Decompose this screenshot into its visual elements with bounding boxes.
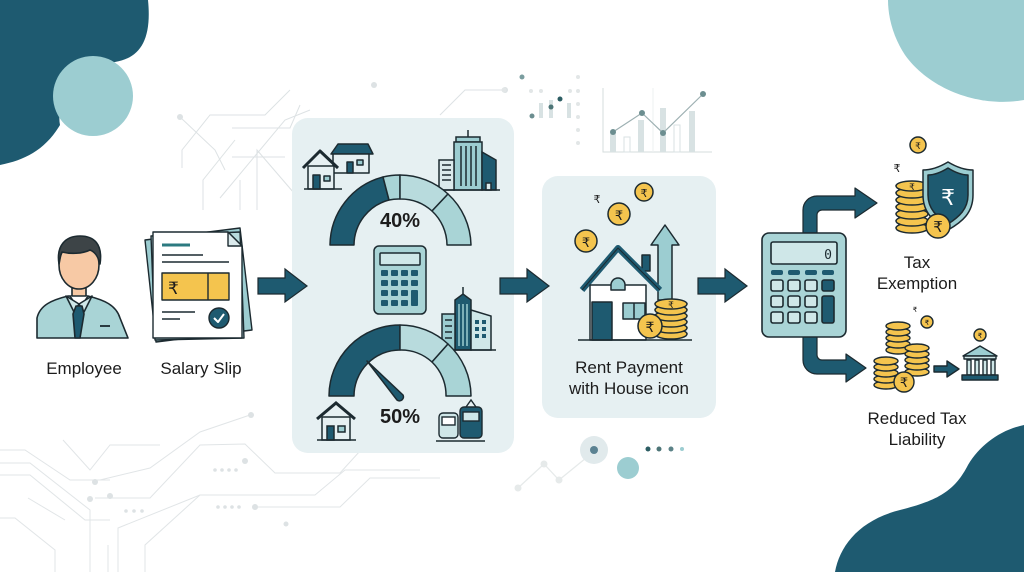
salary-slip-icon (144, 227, 253, 343)
gauge-40-label: 40% (380, 210, 420, 232)
arrow-right-icon (257, 267, 309, 304)
svg-text:₹: ₹ (913, 306, 918, 314)
arrow-right-icon (499, 267, 551, 304)
svg-text:₹: ₹ (594, 193, 601, 206)
reduced-tax-liability-label: Reduced Tax Liability (860, 408, 974, 450)
calculator-large-icon (761, 232, 847, 338)
svg-text:₹: ₹ (641, 187, 648, 200)
rupee-glyphs: ₹ ₹ ₹ ₹ ₹ ₹ (582, 187, 674, 336)
svg-text:₹: ₹ (925, 319, 930, 327)
rupee-glyphs: ₹ ₹ ₹ ₹ ₹ (894, 142, 956, 236)
employee-icon (36, 235, 129, 339)
reduced-tax-label-line2: Liability (888, 430, 946, 449)
svg-text:₹: ₹ (909, 183, 915, 193)
salary-slip-label: Salary Slip (160, 359, 242, 378)
gauge-40-icon (329, 174, 472, 246)
svg-text:₹: ₹ (582, 236, 590, 251)
svg-text:₹: ₹ (615, 209, 623, 224)
shield-rupee-icon (895, 136, 974, 239)
city-buildings-icon (436, 130, 500, 191)
bottom-dots-decoration (514, 436, 684, 492)
svg-text:₹: ₹ (915, 142, 921, 152)
branch-arrows (802, 187, 878, 383)
svg-text:₹: ₹ (668, 301, 674, 311)
rupee-glyph: ₹ (168, 279, 179, 299)
gauge-50-icon (328, 324, 472, 402)
svg-text:₹: ₹ (646, 320, 655, 336)
houses-icon (301, 143, 374, 190)
reduced-tax-label-line1: Reduced Tax (867, 409, 967, 428)
svg-text:₹: ₹ (894, 162, 901, 175)
svg-text:₹: ₹ (941, 186, 955, 211)
svg-text:₹: ₹ (900, 376, 908, 391)
rupee-glyphs: ₹ ₹ ₹ ₹ (900, 306, 983, 391)
svg-text:₹: ₹ (933, 218, 943, 236)
house-small-icon (316, 401, 356, 441)
rent-payment-label-line1: Rent Payment (575, 358, 683, 377)
coins-bank-icon (873, 315, 999, 393)
metro-buildings-icon (438, 287, 496, 351)
arrow-right-icon (697, 267, 749, 304)
tax-exemption-label: Tax Exemption (876, 253, 958, 293)
rent-payment-label: Rent Payment with House icon (544, 357, 714, 399)
train-icon (436, 398, 485, 442)
rent-payment-label-line2: with House icon (568, 379, 689, 398)
calculator-icon (373, 245, 427, 315)
mini-bar-chart-decoration (501, 74, 580, 145)
line-chart-decoration (602, 88, 712, 153)
svg-text:₹: ₹ (978, 332, 983, 340)
calculator-display: 0 (824, 248, 832, 263)
house-coins-icon (574, 182, 692, 341)
gauge-50-label: 50% (380, 406, 420, 428)
employee-label: Employee (46, 359, 122, 378)
